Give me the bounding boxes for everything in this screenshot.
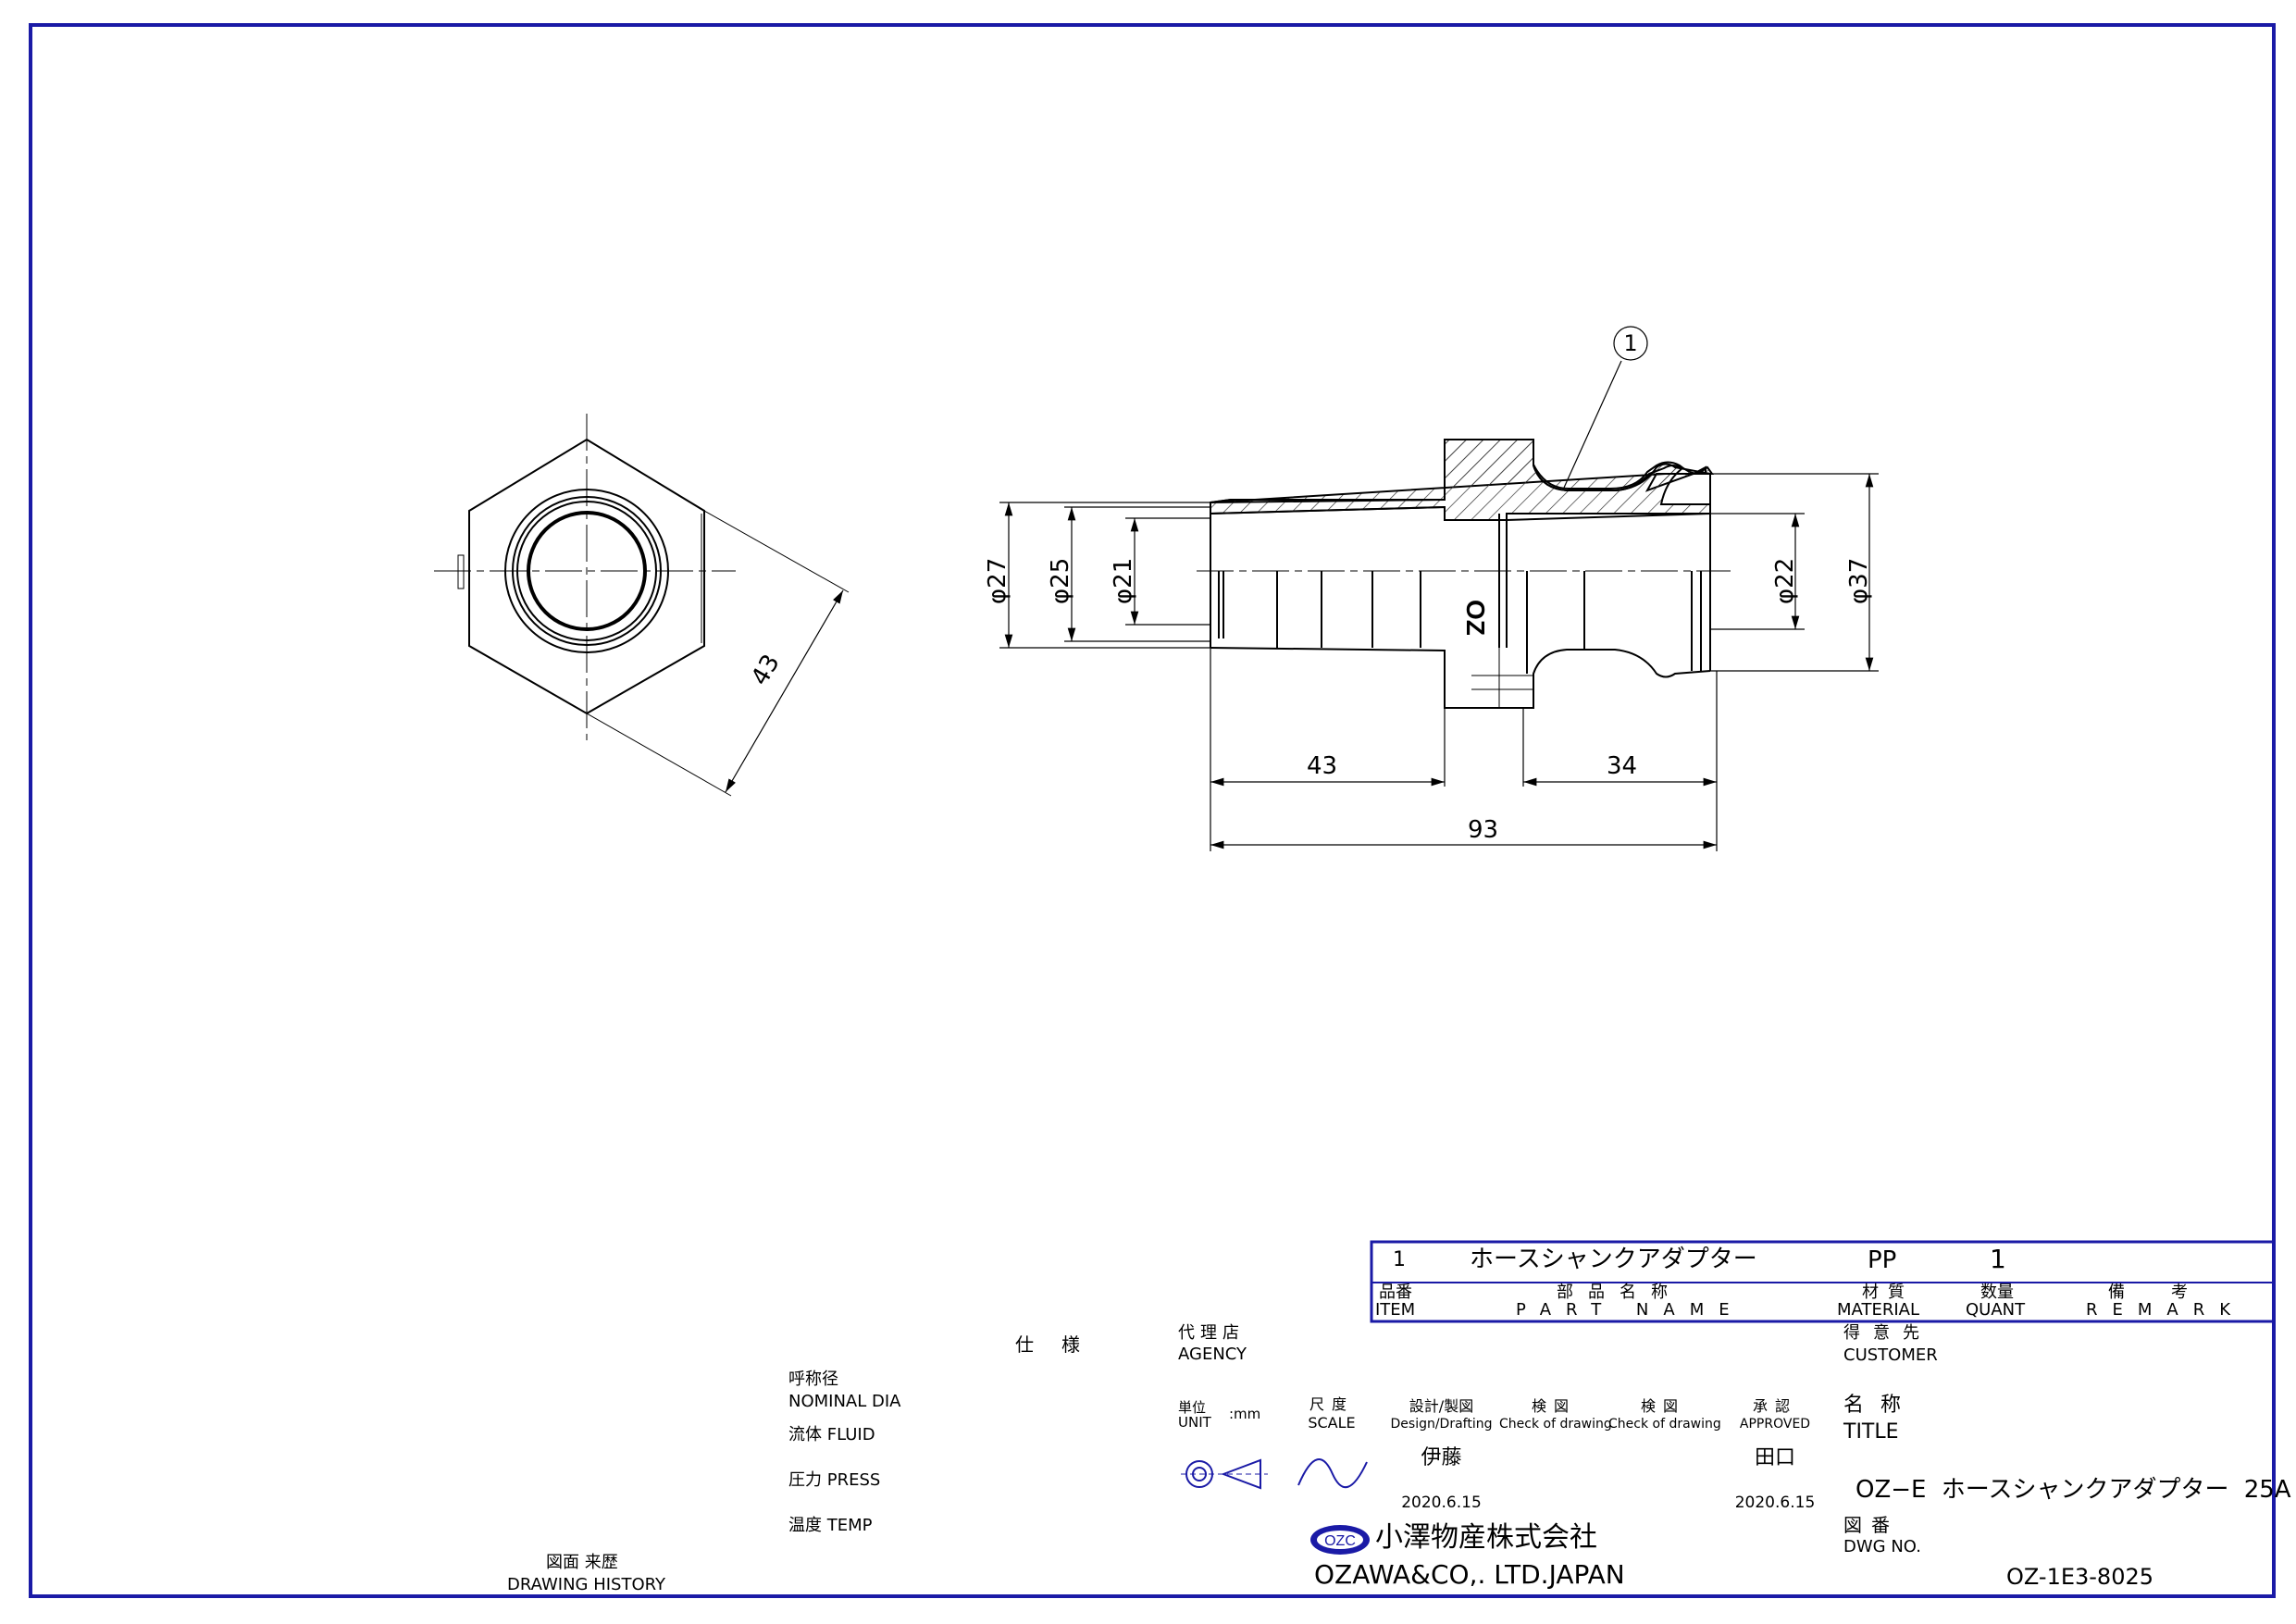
part-name-header-jp: 部品名称 <box>1557 1283 1682 1302</box>
dim-line-hex <box>725 589 844 793</box>
quant-header-jp: 数量 <box>1980 1283 2014 1302</box>
check1-en: Check of drawing <box>1499 1417 1612 1432</box>
unit-jp: 単位 <box>1178 1399 1207 1416</box>
item-number: 1 <box>1393 1248 1406 1271</box>
item-header-en: ITEM <box>1375 1300 1416 1320</box>
dwg-no-en: DWG NO. <box>1843 1537 1921 1556</box>
dwg-number: OZ-1E3-8025 <box>2006 1564 2154 1590</box>
engraving-mark: OZ <box>1461 600 1490 636</box>
svg-text:OZC: OZC <box>1324 1533 1356 1549</box>
side-view <box>1197 439 1731 709</box>
dwg-no-jp: 図番 <box>1843 1514 1899 1536</box>
fluid-label: 流体 FLUID <box>788 1425 875 1444</box>
customer-en: CUSTOMER <box>1843 1345 1938 1365</box>
quant-header-en: QUANT <box>1966 1300 2026 1320</box>
item-balloon <box>1613 326 1648 361</box>
sheet-border <box>29 23 2276 1598</box>
designer-name: 伊藤 <box>1421 1446 1462 1469</box>
approver-name: 田口 <box>1754 1446 1795 1469</box>
scale-en: SCALE <box>1308 1414 1356 1432</box>
dim-43-label: 43 <box>1307 752 1338 780</box>
material-header-jp: 材質 <box>1862 1283 1914 1302</box>
design-date: 2020.6.15 <box>1401 1494 1482 1512</box>
material-header-en: MATERIAL <box>1837 1300 1919 1320</box>
title-block-lines <box>1370 1240 2276 1323</box>
remark-header-jp: 備考 <box>2108 1283 2234 1302</box>
press-label: 圧力 PRESS <box>788 1470 881 1490</box>
company-logo: OZC <box>1310 1525 1370 1555</box>
dimension-lines <box>999 326 1879 851</box>
check2-en: Check of drawing <box>1608 1417 1721 1432</box>
drawing-history-jp: 図面 来歴 <box>546 1553 618 1572</box>
title-jp: 名称 <box>1843 1394 1918 1417</box>
spec-header: 仕様 <box>1015 1333 1108 1356</box>
company-name-jp: 小澤物産株式会社 <box>1375 1521 1597 1554</box>
title-en: TITLE <box>1843 1420 1899 1444</box>
part-name-header-en: PART NAME <box>1516 1300 1744 1320</box>
customer-jp: 得意先 <box>1843 1323 1932 1343</box>
dim-d22-label: φ22 <box>1771 557 1799 604</box>
dim-34-label: 34 <box>1607 752 1638 780</box>
approved-en: APPROVED <box>1739 1417 1811 1432</box>
nominal-dia-jp: 呼称径 <box>788 1370 838 1389</box>
dim-d27-label: φ27 <box>984 557 1011 604</box>
end-view <box>434 414 850 797</box>
remark-header-en: REMARK <box>2085 1300 2246 1320</box>
nominal-dia-en: NOMINAL DIA <box>788 1392 901 1411</box>
drawing-title: OZ−E ホースシャンクアダプター 25A <box>1855 1476 2291 1504</box>
dim-d21-label: φ21 <box>1110 557 1137 604</box>
agency-jp: 代理店 <box>1178 1323 1245 1343</box>
company-name-en: OZAWA&CO,. LTD.JAPAN <box>1314 1559 1625 1590</box>
dim-d25-label: φ25 <box>1047 557 1074 604</box>
unit-en: UNIT <box>1178 1414 1211 1431</box>
approved-date: 2020.6.15 <box>1734 1494 1816 1512</box>
engraving-text: OZ <box>1461 600 1490 636</box>
third-angle-projection-icon <box>1181 1458 1268 1490</box>
drawing-history-en: DRAWING HISTORY <box>507 1575 665 1594</box>
material-value: PP <box>1868 1246 1897 1274</box>
approved-jp: 承認 <box>1752 1397 1797 1415</box>
design-jp: 設計/製図 <box>1409 1397 1474 1415</box>
check2-jp: 検図 <box>1640 1397 1685 1415</box>
part-name: ホースシャンクアダプター <box>1470 1246 1757 1273</box>
design-en: Design/Drafting <box>1390 1417 1493 1432</box>
temp-label: 温度 TEMP <box>788 1516 873 1535</box>
unit-value: :mm <box>1229 1406 1261 1422</box>
check1-jp: 検図 <box>1531 1397 1576 1415</box>
balloon-number: 1 <box>1623 330 1638 356</box>
item-header-jp: 品番 <box>1379 1283 1412 1302</box>
quantity-value: 1 <box>1990 1244 2006 1274</box>
scale-symbol-icon <box>1297 1458 1368 1489</box>
dim-93-label: 93 <box>1468 816 1499 844</box>
scale-jp: 尺度 <box>1309 1395 1354 1413</box>
agency-en: AGENCY <box>1178 1345 1247 1364</box>
dim-d37-label: φ37 <box>1845 557 1873 604</box>
